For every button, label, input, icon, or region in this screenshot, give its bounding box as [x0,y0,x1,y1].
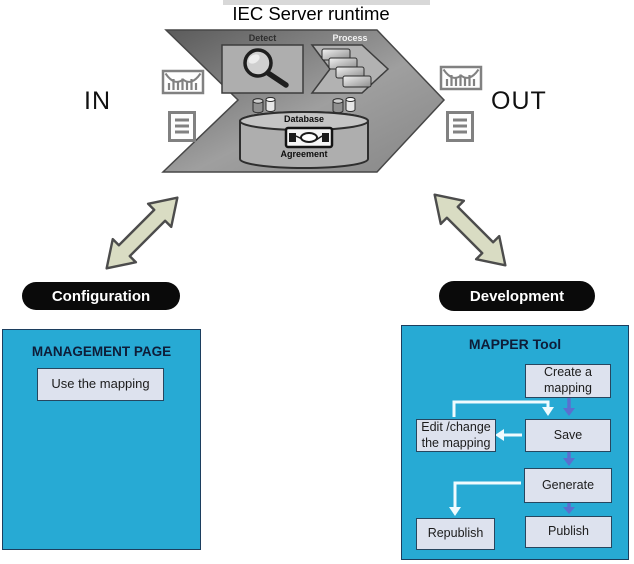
out-document-icon [446,111,474,142]
handshake-icon [284,126,334,149]
process-label: Process [332,33,368,43]
in-label: IN [84,87,111,115]
management-page-panel: MANAGEMENT PAGE Use the mapping [2,329,201,550]
development-double-arrow-icon [421,181,519,279]
magnifier-icon [243,48,289,88]
flow-node-save: Save [525,419,611,452]
arrow-create-to-save [563,398,575,416]
in-document-icon [168,111,196,142]
flow-node-edit: Edit /change the mapping [416,419,496,452]
configuration-double-arrow-icon [93,184,191,282]
flow-node-create: Create a mapping [525,364,611,398]
development-pill: Development [439,281,595,311]
iec-runtime-diagram [161,29,483,173]
flow-node-generate: Generate [524,468,612,503]
detect-label: Detect [248,33,277,43]
out-message-icon [439,65,483,91]
flow-node-republish: Republish [416,518,495,550]
top-artifact-bar [223,0,430,5]
mapper-flow-arrows [449,398,575,516]
arrow-generate-to-publish [563,503,575,514]
mapper-tool-panel: MAPPER Tool Create a mapping Save Edit /… [401,325,629,560]
arrow-save-to-edit [495,429,522,441]
stacked-cards-icon [321,48,372,88]
mapper-tool-title: MAPPER Tool [468,336,562,352]
use-the-mapping-box: Use the mapping [37,368,164,401]
management-page-title: MANAGEMENT PAGE [31,344,172,359]
in-message-icon [161,69,205,95]
arrow-edit-to-save [452,400,554,417]
flow-node-publish: Publish [525,516,612,548]
diagram-title: IEC Server runtime [232,3,390,24]
arrow-save-to-generate [563,452,575,466]
out-label: OUT [491,87,547,115]
agreement-label: Agreement [280,149,328,159]
configuration-pill: Configuration [22,282,180,310]
database-label: Database [283,114,325,124]
arrow-generate-to-republish [449,481,521,516]
